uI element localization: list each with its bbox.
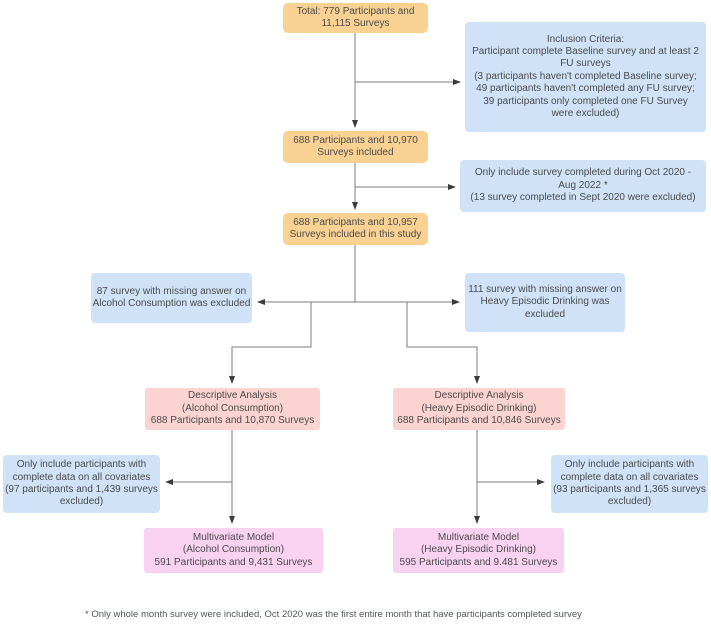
inclusion-criteria-box: Inclusion Criteria: Participant complete… <box>465 22 706 132</box>
included-surveys-box: 688 Participants and 10,970 Surveys incl… <box>283 131 428 163</box>
multivariate-alcohol-box: Multivariate Model (Alcohol Consumption)… <box>144 528 323 573</box>
descriptive-hed-box: Descriptive Analysis (Heavy Episodic Dri… <box>393 388 565 430</box>
footnote-text: * Only whole month survey were included,… <box>85 609 582 620</box>
multivariate-hed-box: Multivariate Model (Heavy Episodic Drink… <box>393 528 564 573</box>
covariates-alcohol-box: Only include participants with complete … <box>3 455 160 513</box>
covariates-hed-box: Only include participants with complete … <box>551 455 708 513</box>
hed-missing-box: 111 survey with missing answer on Heavy … <box>465 273 625 332</box>
date-filter-box: Only include survey completed during Oct… <box>460 160 706 212</box>
total-participants-box: Total: 779 Participants and 11,115 Surve… <box>283 3 428 33</box>
descriptive-alcohol-box: Descriptive Analysis (Alcohol Consumptio… <box>145 388 320 430</box>
study-included-box: 688 Participants and 10,957 Surveys incl… <box>283 213 428 245</box>
alcohol-missing-box: 87 survey with missing answer on Alcohol… <box>91 273 252 323</box>
